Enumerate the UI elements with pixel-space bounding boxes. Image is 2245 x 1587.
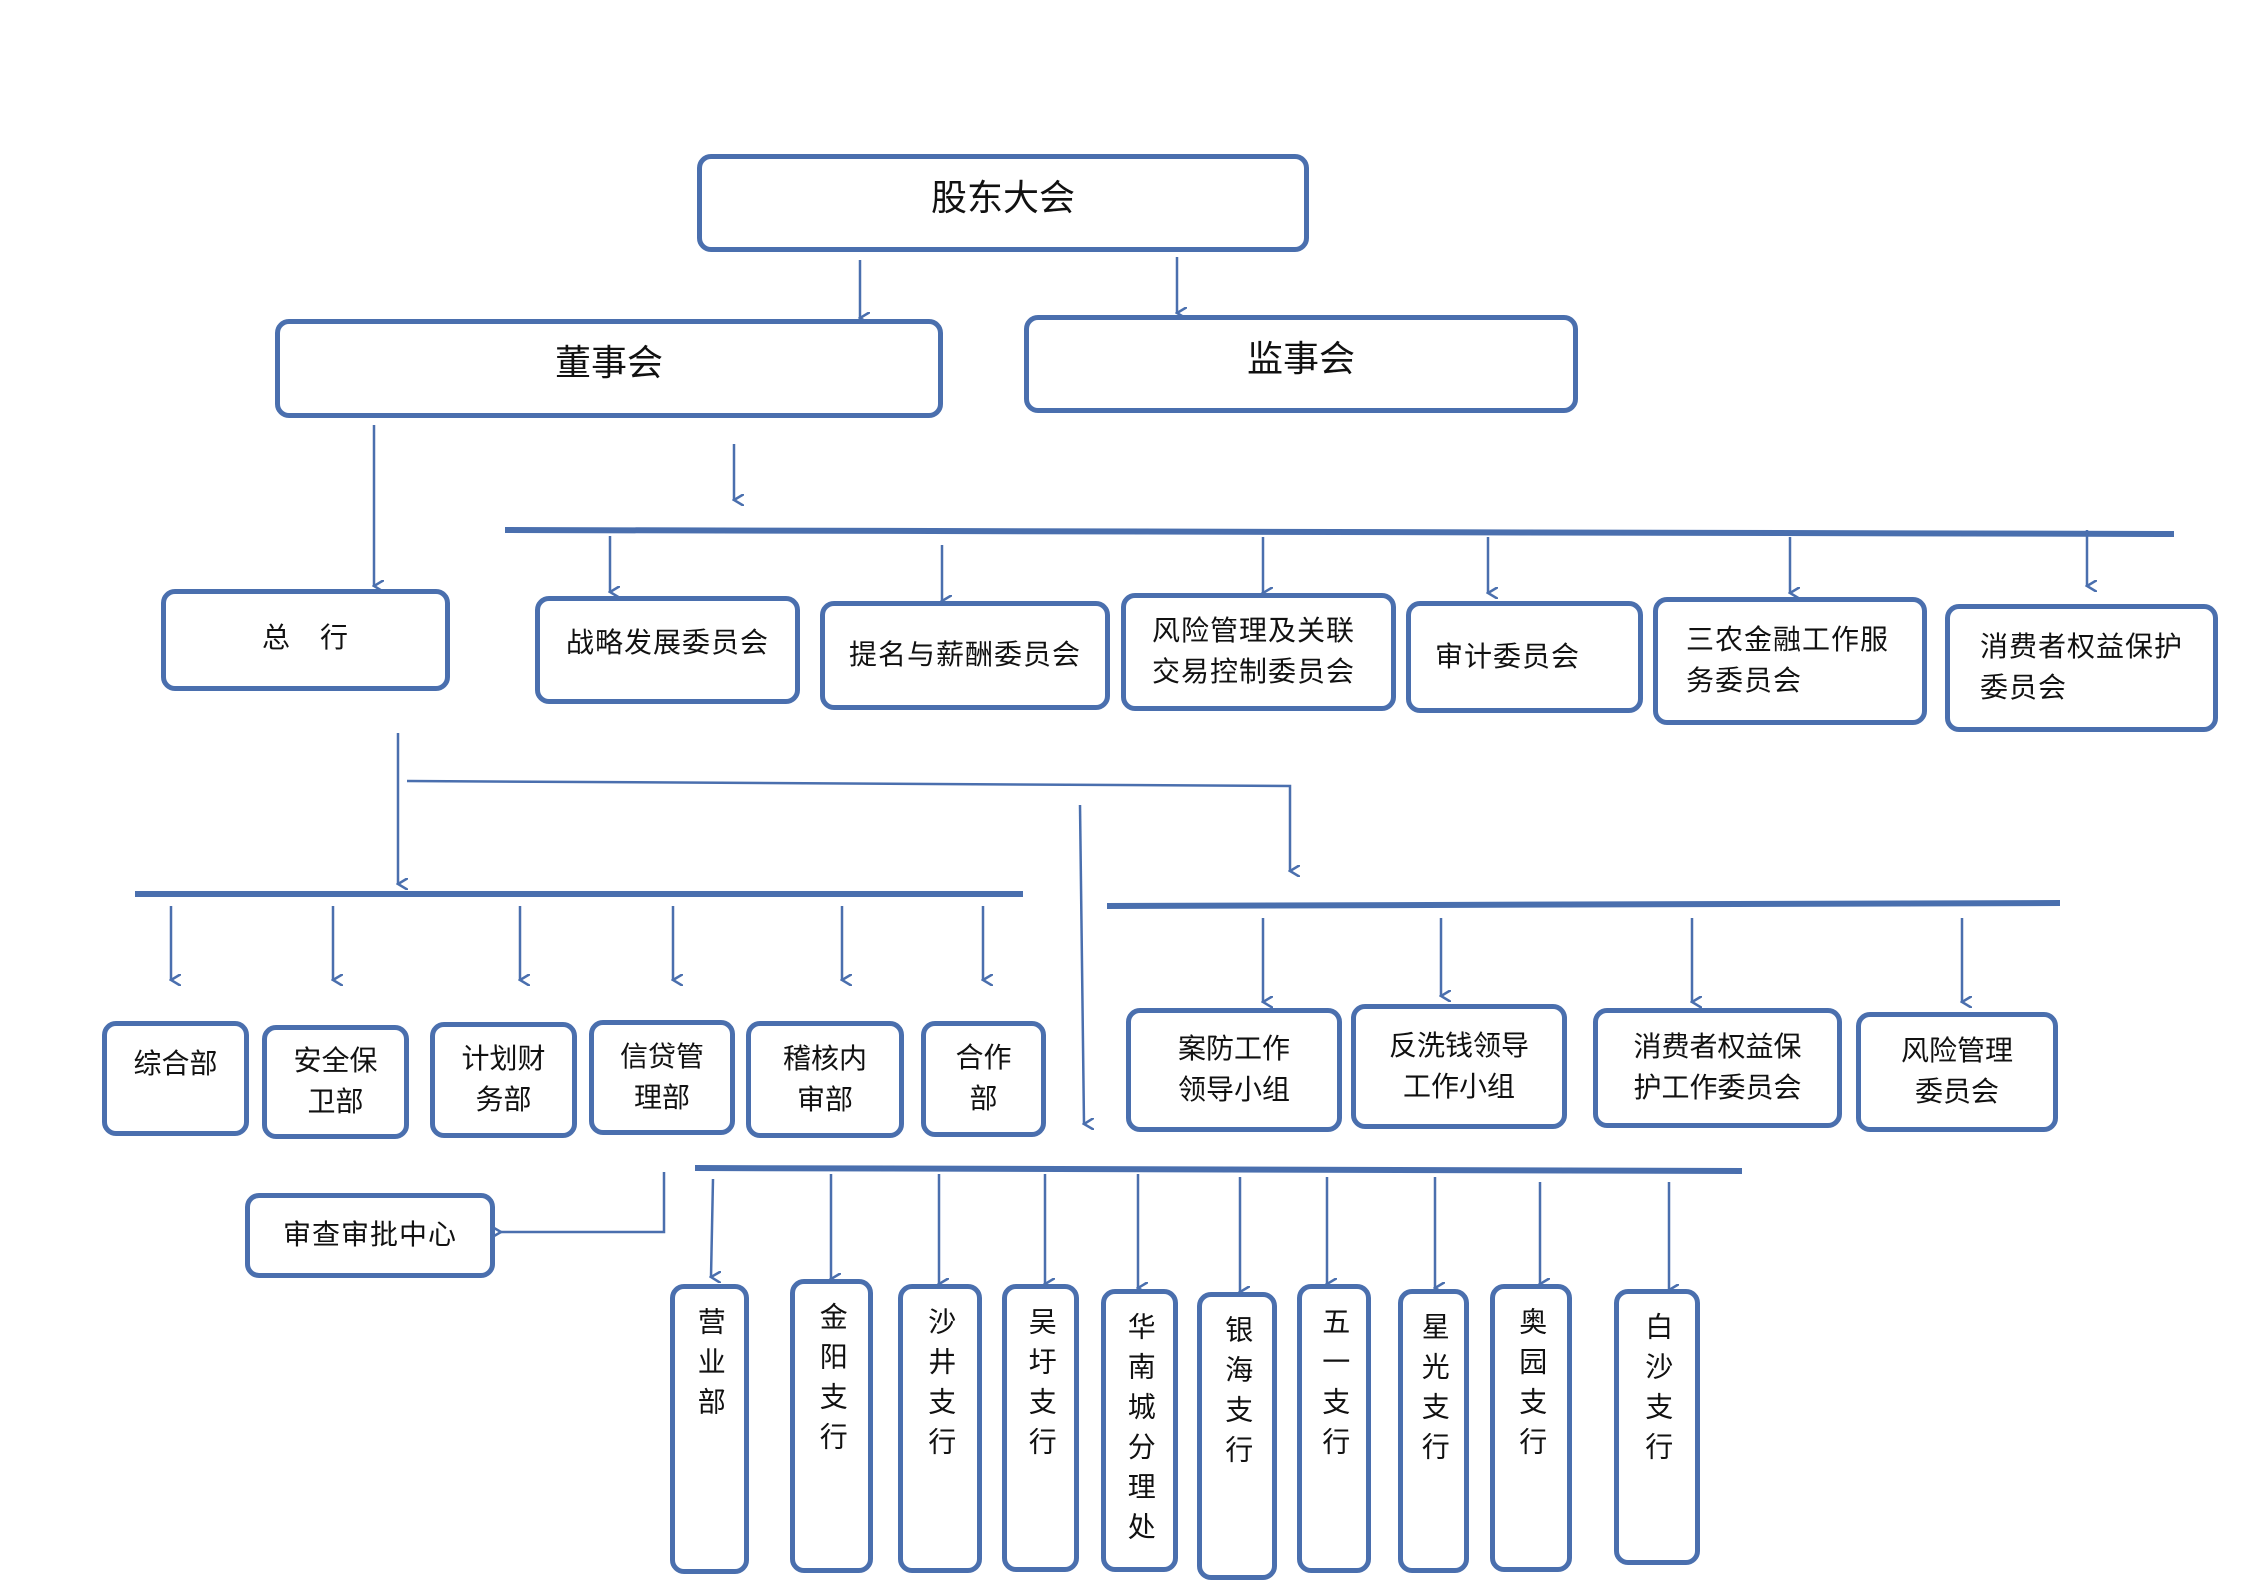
- branch-baisha: 白沙支行: [1614, 1289, 1700, 1565]
- group-risk-management: 风险管理委员会: [1856, 1012, 2058, 1132]
- head-office-label: 总 行: [261, 621, 349, 654]
- branch-wuxu: 吴圩支行: [1002, 1284, 1079, 1572]
- dept-cooperation: 合作部: [921, 1021, 1046, 1137]
- group-consumer-rights: 消费者权益保护工作委员会: [1593, 1008, 1842, 1128]
- committee-strategy: 战略发展委员会: [535, 596, 800, 704]
- dept-audit: 稽核内审部: [746, 1021, 904, 1138]
- shareholders-node: 股东大会: [697, 154, 1309, 252]
- branch-yinhai: 银海支行: [1197, 1292, 1277, 1580]
- branch-shajing: 沙井支行: [898, 1284, 982, 1573]
- branch-xingguang: 星光支行: [1398, 1289, 1469, 1573]
- board-label: 董事会: [554, 343, 663, 384]
- branch-jinyang: 金阳支行: [790, 1279, 873, 1573]
- head-office-node: 总 行: [161, 589, 450, 691]
- supervisors-label: 监事会: [1246, 339, 1355, 380]
- dept-security: 安全保卫部: [262, 1025, 409, 1139]
- supervisors-node: 监事会: [1024, 315, 1578, 413]
- committee-audit: 审计委员会: [1406, 601, 1643, 713]
- committee-consumer-rights: 消费者权益保护委员会: [1945, 604, 2218, 732]
- dept-finance: 计划财务部: [430, 1022, 577, 1138]
- dept-general: 综合部: [102, 1021, 249, 1136]
- dept-credit: 信贷管理部: [589, 1020, 735, 1135]
- committee-risk-related-party: 风险管理及关联交易控制委员会: [1121, 593, 1396, 711]
- group-case-prevention: 案防工作领导小组: [1126, 1008, 1342, 1132]
- branch-huanancheng: 华南城分理处: [1101, 1289, 1178, 1572]
- branch-aoyuan: 奥园支行: [1490, 1284, 1572, 1572]
- board-node: 董事会: [275, 319, 943, 418]
- group-anti-money-laundering: 反洗钱领导工作小组: [1351, 1004, 1567, 1129]
- review-approval-center: 审查审批中心: [245, 1193, 495, 1278]
- shareholders-label: 股东大会: [930, 178, 1075, 219]
- committee-agri-finance: 三农金融工作服务委员会: [1653, 597, 1927, 725]
- branch-business-dept: 营业部: [670, 1284, 749, 1574]
- committee-nomination: 提名与薪酬委员会: [820, 601, 1110, 710]
- branch-wuyi: 五一支行: [1297, 1284, 1371, 1573]
